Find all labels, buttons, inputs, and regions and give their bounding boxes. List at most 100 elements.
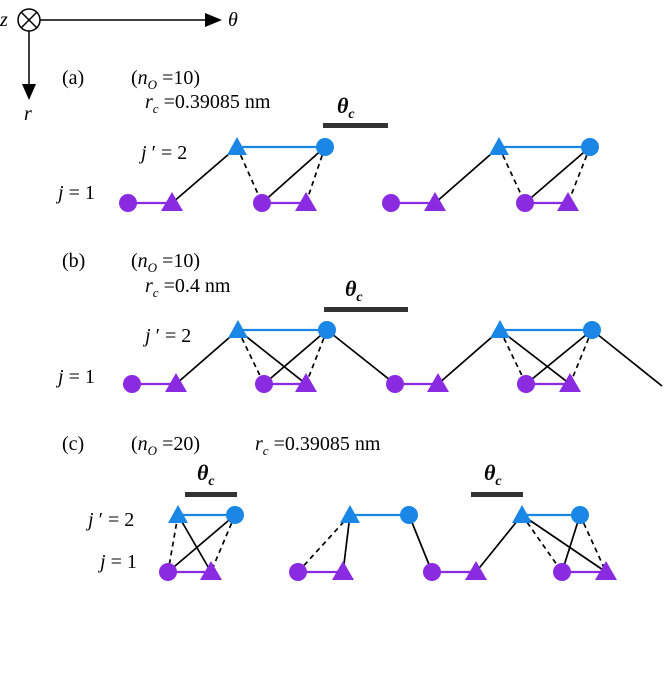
panel-c-jprime-label: j ′ = 2 bbox=[85, 509, 134, 531]
lower-circle bbox=[253, 194, 271, 212]
upper-circle bbox=[316, 138, 334, 156]
bond-solid bbox=[437, 329, 501, 385]
bond-solid bbox=[263, 329, 328, 385]
r-axis-label: r bbox=[24, 103, 32, 125]
bond-solid bbox=[175, 329, 239, 385]
bond-dashed bbox=[297, 514, 351, 573]
panel-c-theta-bar-2 bbox=[471, 492, 523, 497]
r-arrowhead bbox=[22, 84, 36, 100]
bond-dashed bbox=[210, 514, 236, 573]
bond-dashed bbox=[521, 514, 563, 573]
lower-circle bbox=[123, 375, 141, 393]
upper-triangle bbox=[512, 505, 532, 523]
bond-dashed bbox=[498, 146, 526, 204]
lower-circle bbox=[386, 375, 404, 393]
upper-circle bbox=[581, 138, 599, 156]
bond-dashed bbox=[569, 329, 593, 385]
bond-solid bbox=[167, 514, 236, 573]
panel-b-jprime-label: j ′ = 2 bbox=[142, 325, 191, 347]
panel-b-theta-bar bbox=[324, 307, 408, 312]
bond-dashed bbox=[499, 329, 527, 385]
panel-a-j-label: j = 1 bbox=[55, 182, 95, 204]
panel-b-rc-label: rc =0.4 nm bbox=[145, 275, 231, 300]
lower-triangle bbox=[200, 561, 222, 580]
lower-triangle bbox=[161, 192, 183, 211]
panel-b-n-label: (nO =10) bbox=[131, 250, 200, 275]
bond-dashed bbox=[237, 329, 265, 385]
bond-solid bbox=[171, 146, 238, 204]
upper-triangle bbox=[489, 137, 509, 155]
bond-solid bbox=[475, 514, 523, 573]
bond-solid bbox=[591, 329, 663, 387]
theta-axis-label: θ bbox=[228, 9, 238, 31]
bond-dashed bbox=[305, 329, 328, 385]
bond-solid bbox=[525, 329, 593, 385]
bond-solid bbox=[521, 514, 607, 573]
panel-c-theta-label-2: θc bbox=[484, 460, 502, 489]
bond-solid bbox=[434, 146, 500, 204]
panel-c-j-label: j = 1 bbox=[97, 551, 137, 573]
lower-circle bbox=[289, 563, 307, 581]
panel-c-rc-label: rc =0.39085 nm bbox=[255, 433, 381, 458]
panel-c-theta-bar-1 bbox=[185, 492, 237, 497]
panel-a-rc-label: rc =0.39085 nm bbox=[145, 91, 271, 116]
lower-triangle bbox=[559, 373, 581, 392]
upper-circle bbox=[318, 321, 336, 339]
lower-triangle bbox=[424, 192, 446, 211]
bond-solid bbox=[261, 146, 326, 204]
lower-triangle bbox=[165, 373, 187, 392]
lower-circle bbox=[423, 563, 441, 581]
upper-circle bbox=[400, 506, 418, 524]
z-axis-cross bbox=[20, 11, 38, 29]
bond-solid bbox=[499, 329, 571, 385]
upper-circle bbox=[226, 506, 244, 524]
upper-circle bbox=[571, 506, 589, 524]
lower-circle bbox=[159, 563, 177, 581]
bond-solid bbox=[177, 514, 212, 573]
bond-solid bbox=[408, 514, 433, 573]
lower-circle bbox=[382, 194, 400, 212]
panel-b-tag: (b) bbox=[62, 250, 85, 272]
panel-b-theta-label: θc bbox=[345, 276, 363, 305]
upper-circle bbox=[583, 321, 601, 339]
bond-dashed bbox=[567, 146, 591, 204]
lower-triangle bbox=[427, 373, 449, 392]
z-axis-label: z bbox=[0, 9, 8, 31]
panel-a-tag: (a) bbox=[62, 67, 84, 89]
panel-a-theta-bar bbox=[323, 123, 388, 128]
bond-solid bbox=[326, 329, 396, 385]
lower-circle bbox=[553, 563, 571, 581]
upper-triangle bbox=[490, 320, 510, 338]
lower-circle bbox=[255, 375, 273, 393]
upper-triangle bbox=[168, 505, 188, 523]
panel-c-n-label: (nO =20) bbox=[131, 433, 200, 458]
bond-solid bbox=[524, 146, 591, 204]
panel-c-theta-label-1: θc bbox=[197, 460, 215, 489]
panel-b: (b) (nO =10) rc =0.4 nm θc j ′ = 2 j = 1 bbox=[55, 250, 663, 393]
upper-triangle bbox=[340, 505, 360, 523]
lower-triangle bbox=[295, 373, 317, 392]
upper-triangle bbox=[228, 320, 248, 338]
bond-dashed bbox=[579, 514, 607, 573]
panel-c-tag: (c) bbox=[62, 433, 84, 455]
theta-arrowhead bbox=[205, 13, 222, 27]
bond-dashed bbox=[236, 146, 263, 204]
bond-solid bbox=[342, 514, 351, 573]
lower-triangle bbox=[595, 561, 617, 580]
bond-dashed bbox=[305, 146, 326, 204]
panel-a-theta-label: θc bbox=[337, 93, 355, 122]
lower-circle bbox=[517, 375, 535, 393]
lower-circle bbox=[516, 194, 534, 212]
lower-triangle bbox=[465, 561, 487, 580]
bond-solid bbox=[561, 514, 581, 573]
lower-circle bbox=[119, 194, 137, 212]
panel-a-jprime-label: j ′ = 2 bbox=[138, 142, 187, 164]
bond-dashed bbox=[167, 514, 179, 573]
axis-indicator: z θ r bbox=[0, 8, 238, 125]
panel-a: (a) (nO =10) rc =0.39085 nm θc j ′ = 2 j… bbox=[55, 67, 599, 212]
upper-triangle bbox=[227, 137, 247, 155]
panel-b-j-label: j = 1 bbox=[55, 366, 95, 388]
bond-solid bbox=[237, 329, 307, 385]
